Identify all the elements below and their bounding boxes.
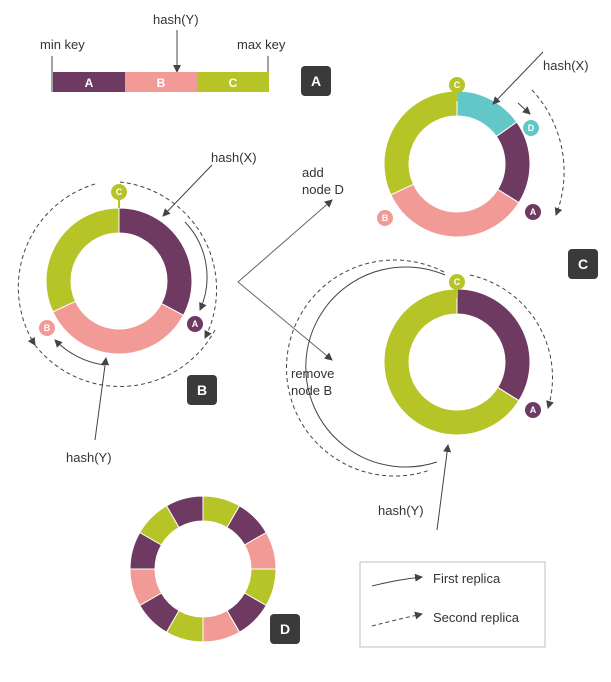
hash-y-label-b: hash(Y): [66, 450, 112, 465]
ringCBot-segment-a: [456, 288, 531, 402]
panel-d-badge: [270, 614, 300, 644]
ring-c-bottom: [383, 288, 531, 436]
node-a-cbot: A: [525, 402, 541, 418]
remove-label-line1: remove: [291, 366, 334, 381]
key-segment-b-label: B: [157, 76, 166, 90]
add-label-line2: node D: [302, 182, 344, 197]
node-b-ctop: B: [377, 210, 393, 226]
key-segment-c-label: C: [229, 76, 238, 90]
panel-c-badge: [568, 249, 598, 279]
node-b-ctop-label: B: [382, 213, 389, 223]
second-replica-arc-b3: [34, 329, 216, 387]
ringCTop-segment-b: [390, 183, 520, 238]
min-key-label: min key: [40, 37, 85, 52]
first-replica-arc-c2a: [305, 266, 446, 468]
node-a-ctop: A: [525, 204, 541, 220]
first-replica-arrow-c1: [517, 102, 531, 115]
second-replica-arc-c1: [531, 89, 565, 216]
second-replica-arc-b1: [119, 181, 218, 339]
ringB-segment-c: [45, 207, 120, 313]
first-replica-arc-b1: [184, 221, 208, 311]
ring-c-top: [383, 90, 531, 238]
key-segment-b: [125, 72, 197, 92]
ringCTop-segment-a: [495, 121, 531, 204]
hash-x-label-c: hash(X): [543, 58, 589, 73]
hash-x-label-b: hash(X): [211, 150, 257, 165]
panel-c-bottom: hash(Y) C A: [286, 259, 554, 531]
hash-y-arrow-c: [436, 444, 452, 531]
ringCBot-segment-c: [383, 288, 520, 436]
ringB-segment-a: [118, 207, 193, 316]
legend-box: [359, 561, 546, 648]
panel-d: D: [129, 495, 300, 644]
add-label-line1: add: [302, 165, 324, 180]
first-replica-arc-b2: [54, 339, 105, 366]
panel-b-badge-label: B: [197, 382, 207, 398]
max-key-label: max key: [237, 37, 286, 52]
hash-x-arrow-b: [162, 164, 213, 217]
ringCTop-segment-c: [383, 90, 458, 196]
panel-a-badge: [301, 66, 331, 96]
node-d-ctop-label: D: [528, 123, 535, 133]
ringD-segment-a: [165, 495, 204, 529]
ring-b: [45, 207, 193, 355]
ring-d: [129, 495, 277, 643]
node-c-cbot-label: C: [454, 277, 461, 287]
remove-label-line2: node B: [291, 383, 332, 398]
node-b-b: B: [39, 320, 55, 336]
hash-y-arrow-b: [94, 357, 110, 441]
node-c-ctop: C: [449, 77, 465, 101]
panel-b-badge: [187, 375, 217, 405]
legend-second-replica-line: [371, 611, 423, 627]
node-a-cbot-label: A: [530, 405, 537, 415]
hash-x-arrow-c: [492, 51, 544, 105]
add-node-arrow: [237, 199, 333, 283]
node-c-ctop-label: C: [454, 80, 461, 90]
legend-first-replica-line: [371, 573, 423, 587]
remove-node-arrow: [237, 281, 333, 361]
transitions: add node D remove node B: [237, 165, 344, 398]
node-a-b: A: [187, 316, 203, 332]
key-segment-c: [197, 72, 269, 92]
ringB-segment-b: [52, 300, 185, 355]
key-segment-a-label: A: [85, 76, 94, 90]
node-a-ctop-label: A: [530, 207, 537, 217]
panel-a: min key max key hash(Y) A B C A: [40, 12, 331, 96]
panel-c-badge-label: C: [578, 256, 588, 272]
key-segment-a: [53, 72, 125, 92]
node-d-ctop: D: [523, 120, 539, 136]
legend: First replica Second replica: [359, 561, 546, 648]
node-c-cbot: C: [449, 274, 465, 298]
panel-c-top: hash(X) C D A B: [377, 51, 589, 238]
panel-b: hash(X) hash(Y) C A B B: [17, 150, 257, 465]
node-b-b-label: B: [44, 323, 51, 333]
node-c-b-label: C: [116, 187, 123, 197]
second-replica-arc-c2a: [469, 274, 554, 409]
node-a-b-label: A: [192, 319, 199, 329]
legend-second-replica-label: Second replica: [433, 610, 520, 625]
hash-y-label-c: hash(Y): [378, 503, 424, 518]
second-replica-arc-c2b: [286, 259, 445, 477]
node-c-b: C: [111, 184, 127, 208]
panel-d-badge-label: D: [280, 621, 290, 637]
legend-first-replica-label: First replica: [433, 571, 501, 586]
panel-a-badge-label: A: [311, 73, 321, 89]
hash-y-label-a: hash(Y): [153, 12, 199, 27]
second-replica-arc-b2: [17, 183, 96, 346]
